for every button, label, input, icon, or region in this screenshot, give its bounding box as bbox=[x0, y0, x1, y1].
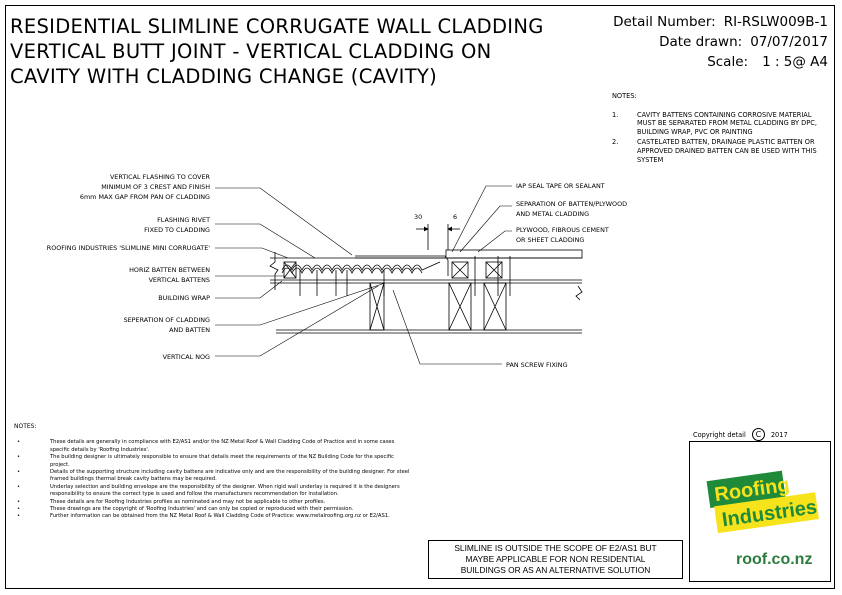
note-text: CAVITY BATTENS CONTAINING CORROSIVE MATE… bbox=[637, 110, 817, 136]
label-plywood-1: PLYWOOD, FIBROUS CEMENT bbox=[516, 226, 609, 234]
label-horiz-batten-1: HORIZ BATTEN BETWEEN bbox=[129, 266, 210, 274]
label-horiz-batten-2: VERTICAL BATTENS bbox=[149, 276, 210, 284]
list-item: •Further information can be obtained fro… bbox=[17, 513, 390, 520]
label-vertical-flashing-2: MINIMUM OF 3 CREST AND FINISH bbox=[101, 183, 210, 191]
label-vertical-nog: VERTICAL NOG bbox=[163, 353, 210, 361]
title-block-meta: Detail Number: RI-RSLW009B-1 Date drawn: 0… bbox=[613, 12, 828, 72]
copyright-icon: C bbox=[751, 428, 765, 441]
label-slimline: ROOFING INDUSTRIES 'SLIMLINE MINI CORRUG… bbox=[47, 244, 210, 252]
scope-line-1: SLIMLINE IS OUTSIDE THE SCOPE OF E2/AS1 … bbox=[454, 543, 657, 553]
note-item: 1. CAVITY BATTENS CONTAINING CORROSIVE M… bbox=[612, 111, 827, 137]
label-iap-seal: IAP SEAL TAPE OR SEALANT bbox=[516, 182, 605, 190]
note-number: 2. bbox=[612, 138, 619, 147]
label-plywood-2: OR SHEET CLADDING bbox=[516, 236, 584, 244]
label-pan-screw: PAN SCREW FIXING bbox=[506, 361, 568, 369]
label-separation-2: AND BATTEN bbox=[169, 326, 210, 334]
scope-line-2: MAYBE APPLICABLE FOR NON RESIDENTIAL bbox=[465, 554, 646, 564]
title-line-2: VERTICAL BUTT JOINT - VERTICAL CLADDING … bbox=[10, 40, 492, 63]
copyright-line: Copyright detail C 2017 bbox=[693, 428, 788, 441]
note-item: 2. CASTELATED BATTEN, DRAINAGE PLASTIC B… bbox=[612, 138, 827, 164]
logo-box: Roofing Industries roof.co.nz bbox=[689, 441, 831, 582]
notes-bottom-left: NOTES: •These details are generally in c… bbox=[14, 423, 414, 521]
drawing-title: RESIDENTIAL SLIMLINE CORRUGATE WALL CLAD… bbox=[10, 14, 544, 89]
scale-label: Scale: bbox=[707, 54, 749, 70]
copyright-label: Copyright detail bbox=[693, 430, 746, 439]
list-item: •Underlay selection and building envelop… bbox=[17, 483, 400, 498]
note-number: 1. bbox=[612, 110, 619, 119]
list-item: •The building designer is ultimately res… bbox=[17, 454, 394, 468]
list-item: •These drawings are the copyright of 'Ro… bbox=[17, 506, 354, 513]
drawing-sheet-border bbox=[5, 5, 835, 589]
scale-value: 1 : 5@ A4 bbox=[762, 54, 828, 70]
notes-bottom-heading: NOTES: bbox=[14, 423, 37, 430]
notes-heading: NOTES: bbox=[612, 92, 637, 100]
list-item: •These details are for Roofing Industrie… bbox=[17, 498, 326, 505]
label-vertical-flashing-3: 6mm MAX GAP FROM PAN OF CLADDING bbox=[80, 193, 210, 201]
label-separation-1: SEPERATION OF CLADDING bbox=[124, 316, 210, 324]
date-drawn-label: Date drawn: bbox=[659, 34, 743, 50]
dim-6: 6 bbox=[453, 213, 457, 221]
label-vertical-flashing-1: VERTICAL FLASHING TO COVER bbox=[110, 173, 211, 181]
label-flashing-rivet-1: FLASHING RIVET bbox=[157, 216, 210, 224]
date-drawn-value: 07/07/2017 bbox=[750, 34, 828, 50]
copyright-year: 2017 bbox=[770, 430, 788, 439]
title-line-3: CAVITY WITH CLADDING CHANGE (CAVITY) bbox=[10, 65, 438, 88]
list-item: •Details of the supporting structure inc… bbox=[17, 469, 410, 483]
notes-top-right: NOTES: 1. CAVITY BATTENS CONTAINING CORR… bbox=[612, 92, 827, 166]
label-flashing-rivet-2: FIXED TO CLADDING bbox=[144, 226, 210, 234]
label-building-wrap: BUILDING WRAP bbox=[158, 294, 210, 302]
dim-30: 30 bbox=[414, 213, 422, 221]
title-line-1: RESIDENTIAL SLIMLINE CORRUGATE WALL CLAD… bbox=[10, 15, 544, 38]
detail-number-value: RI-RSLW009B-1 bbox=[723, 14, 828, 30]
label-separation-batten-2: AND METAL CLADDING bbox=[516, 210, 589, 218]
logo-url: roof.co.nz bbox=[736, 551, 812, 568]
roofing-industries-logo: Roofing Industries roof.co.nz bbox=[706, 470, 819, 568]
scope-line-3: BUILDINGS OR AS AN ALTERNATIVE SOLUTION bbox=[460, 565, 651, 575]
detail-number-label: Detail Number: bbox=[613, 14, 716, 30]
scope-note-box: SLIMLINE IS OUTSIDE THE SCOPE OF E2/AS1 … bbox=[428, 540, 683, 579]
list-item: •These details are generally in complian… bbox=[17, 439, 395, 453]
label-separation-batten-1: SEPARATION OF BATTEN/PLYWOOD bbox=[516, 200, 627, 208]
note-text: CASTELATED BATTEN, DRAINAGE PLASTIC BATT… bbox=[637, 138, 817, 164]
